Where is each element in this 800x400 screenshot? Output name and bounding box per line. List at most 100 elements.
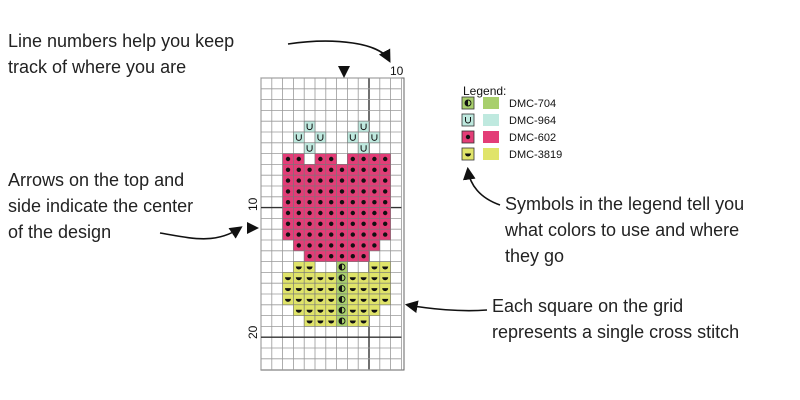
stitch-symbol-dot-icon	[318, 200, 323, 205]
stitch-cells	[282, 120, 391, 327]
stitch-symbol-u-shape-icon	[360, 123, 367, 131]
stitch-symbol-dot-icon	[372, 167, 377, 172]
stitch-symbol-semicircle-down-icon	[360, 288, 367, 292]
stitch-symbol-semicircle-down-icon	[360, 277, 367, 281]
stitch-symbol-semicircle-down-icon	[328, 320, 335, 324]
stitch-symbol-semicircle-down-icon	[349, 288, 356, 292]
stitch-symbol-u-shape-icon	[317, 134, 324, 141]
stitch-symbol-dot-icon	[361, 156, 366, 162]
stitch-symbol-half-filled-circle-icon	[338, 274, 346, 282]
stitch-symbol-semicircle-down-icon	[349, 298, 356, 302]
stitch-symbol-dot-icon	[285, 189, 291, 194]
stitch-symbol-semicircle-down-icon	[371, 309, 378, 313]
stitch-cell-u-shape	[347, 131, 359, 144]
stitch-symbol-dot-icon	[296, 189, 301, 194]
legend-label: DMC-704	[509, 98, 556, 110]
legend-label: DMC-602	[509, 132, 556, 144]
stitch-symbol-dot-icon	[307, 200, 312, 205]
stitch-symbol-dot-icon	[296, 210, 301, 216]
legend-label: DMC-3819	[509, 149, 562, 161]
legend-color-swatch	[483, 148, 499, 160]
stitch-symbol-u-shape-icon	[295, 134, 302, 141]
stitch-symbol-dot-icon	[361, 243, 366, 248]
stitch-symbol-dot-icon	[285, 156, 291, 162]
side-center-arrow-icon	[247, 222, 259, 234]
stitch-symbol-semicircle-down-icon	[371, 298, 378, 302]
stitch-symbol-semicircle-down-icon	[360, 298, 367, 302]
stitch-symbol-semicircle-down-icon	[382, 288, 389, 292]
stitch-symbol-half-filled-circle-icon	[338, 306, 346, 314]
annotation-square-line-2: represents a single cross stitch	[492, 322, 739, 342]
grid-label-side-10: 10	[246, 197, 260, 211]
stitch-symbol-semicircle-down-icon	[295, 298, 302, 302]
stitch-symbol-dot-icon	[285, 200, 291, 205]
stitch-symbol-dot-icon	[383, 178, 388, 183]
annotation-arrows-line-1: Arrows on the top and	[8, 170, 184, 190]
stitch-symbol-dot-icon	[339, 178, 345, 183]
top-center-arrow-icon	[338, 66, 350, 78]
stitch-symbol-dot-icon	[350, 232, 355, 237]
stitch-symbol-dot-icon	[296, 221, 301, 226]
annotation-arrows-line-2: side indicate the center	[8, 196, 193, 216]
stitch-symbol-dot-icon	[307, 178, 312, 183]
stitch-symbol-dot-icon	[361, 167, 366, 172]
stitch-symbol-dot-icon	[383, 200, 388, 205]
stitch-symbol-dot-icon	[372, 200, 377, 205]
stitch-symbol-dot-icon	[329, 200, 334, 205]
stitch-symbol-semicircle-down-icon	[328, 309, 335, 313]
legend-title: Legend:	[463, 84, 506, 98]
stitch-symbol-dot-icon	[318, 178, 323, 183]
stitch-symbol-semicircle-down-icon	[317, 298, 324, 302]
stitch-symbol-semicircle-down-icon	[317, 288, 324, 292]
stitch-symbol-semicircle-down-icon	[295, 277, 302, 281]
stitch-symbol-dot-icon	[318, 254, 323, 259]
stitch-symbol-semicircle-down-icon	[317, 309, 324, 313]
stitch-symbol-dot-icon	[318, 210, 323, 216]
stitch-symbol-dot-icon	[329, 189, 334, 194]
stitch-cell-u-shape	[314, 131, 327, 144]
stitch-symbol-semicircle-down-icon	[295, 288, 302, 292]
stitch-symbol-dot-icon	[361, 232, 366, 237]
stitch-symbol-dot-icon	[372, 178, 377, 183]
stitch-symbol-semicircle-down-icon	[349, 277, 356, 281]
stitch-symbol-semicircle-down-icon	[295, 266, 302, 270]
stitch-symbol-dot-icon	[307, 221, 312, 226]
stitch-symbol-dot-icon	[383, 189, 388, 194]
stitch-symbol-semicircle-down-icon	[360, 320, 367, 324]
stitch-symbol-semicircle-down-icon	[306, 298, 313, 302]
stitch-symbol-semicircle-down-icon	[328, 298, 335, 302]
stitch-symbol-semicircle-down-icon	[371, 288, 378, 292]
stitch-symbol-dot-icon	[329, 178, 334, 183]
stitch-symbol-dot-icon	[285, 221, 291, 226]
stitch-symbol-dot-icon	[383, 232, 388, 237]
stitch-symbol-dot-icon	[285, 178, 291, 183]
stitch-cell-u-shape	[303, 142, 316, 154]
stitch-symbol-dot-icon	[329, 243, 334, 248]
stitch-symbol-dot-icon	[329, 221, 334, 226]
stitch-symbol-dot-icon	[307, 254, 312, 259]
stitch-symbol-dot-icon	[296, 243, 301, 248]
stitch-symbol-dot-icon	[383, 210, 388, 216]
stitch-cell-u-shape	[293, 131, 305, 144]
stitch-symbol-semicircle-down-icon	[328, 277, 335, 281]
stitch-symbol-dot-icon	[296, 200, 301, 205]
callout-arrow-symbols	[462, 166, 501, 206]
stitch-symbol-dot-icon	[307, 167, 312, 172]
stitch-symbol-dot-icon	[383, 221, 388, 226]
stitch-symbol-u-shape-icon	[349, 134, 356, 141]
annotation-symbols-line-1: Symbols in the legend tell you	[505, 194, 744, 214]
grid-label-side-20: 20	[246, 325, 260, 339]
stitch-symbol-semicircle-down-icon	[306, 277, 313, 281]
stitch-symbol-dot-icon	[296, 232, 301, 237]
stitch-symbol-semicircle-down-icon	[349, 309, 356, 313]
stitch-symbol-dot-icon	[296, 178, 301, 183]
stitch-symbol-dot-icon	[350, 189, 355, 194]
stitch-symbol-dot-icon	[339, 232, 345, 237]
stitch-symbol-dot-icon	[285, 167, 291, 172]
stitch-symbol-semicircle-down-icon	[360, 309, 367, 313]
stitch-symbol-half-filled-circle-icon	[338, 285, 346, 293]
grid-label-top-10: 10	[390, 64, 404, 78]
stitch-symbol-u-shape-icon	[306, 145, 313, 152]
